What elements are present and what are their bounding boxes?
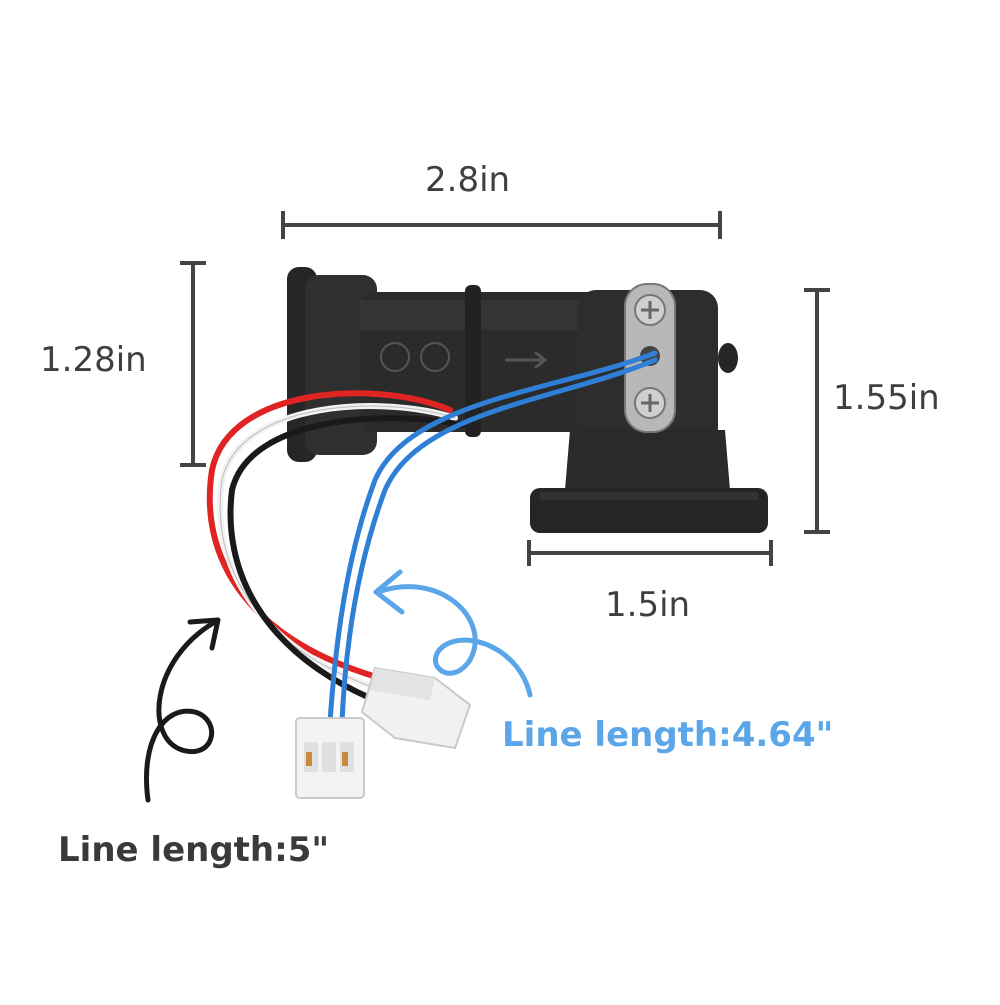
dimension-line-height-right bbox=[804, 288, 830, 534]
sensor-wires bbox=[206, 350, 658, 725]
connector-large bbox=[360, 666, 472, 750]
dimension-line-height-left bbox=[180, 261, 206, 467]
curved-arrow-icon bbox=[373, 569, 533, 698]
dimension-label-flange: 1.5in bbox=[605, 585, 691, 625]
dimension-label-height-right: 1.55in bbox=[833, 378, 940, 418]
dimension-line-flange bbox=[527, 540, 773, 566]
dimension-label-length: 2.8in bbox=[425, 160, 511, 200]
curved-arrow-icon bbox=[144, 617, 221, 803]
dimension-label-height-left: 1.28in bbox=[40, 340, 147, 380]
dimension-line-length bbox=[281, 211, 722, 239]
black-line-length-label: Line length:5" bbox=[58, 830, 330, 870]
blue-line-length-label: Line length:4.64" bbox=[502, 715, 834, 755]
connector-small bbox=[295, 717, 365, 799]
